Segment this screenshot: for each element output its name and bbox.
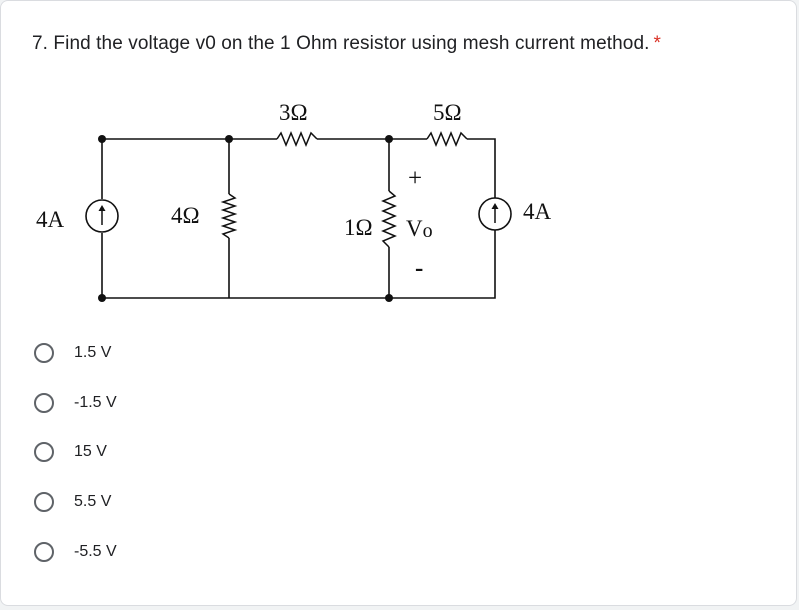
resistor-4ohm xyxy=(220,193,238,239)
resistor-3ohm-label: 3Ω xyxy=(279,100,308,125)
radio-circle-icon[interactable] xyxy=(34,542,54,562)
minus-sign: - xyxy=(415,255,423,282)
left-source-label: 4A xyxy=(36,207,65,232)
plus-sign: + xyxy=(408,165,422,192)
option-label: -5.5 V xyxy=(74,543,117,560)
vo-label: Vo xyxy=(406,216,433,242)
option-label: 5.5 V xyxy=(74,493,112,510)
resistor-1ohm xyxy=(381,190,397,248)
option-3[interactable]: 15 V xyxy=(32,438,232,466)
option-2[interactable]: -1.5 V xyxy=(32,389,232,417)
option-label: -1.5 V xyxy=(74,394,117,411)
right-source-label: 4A xyxy=(523,199,552,224)
option-5[interactable]: -5.5 V xyxy=(32,538,232,566)
radio-circle-icon[interactable] xyxy=(34,393,54,413)
resistor-3ohm xyxy=(276,131,318,147)
radio-circle-icon[interactable] xyxy=(34,492,54,512)
arrow-up-icon xyxy=(491,203,499,209)
resistor-1ohm-label: 1Ω xyxy=(344,215,373,240)
option-label: 1.5 V xyxy=(74,344,112,361)
radio-circle-icon[interactable] xyxy=(34,442,54,462)
option-1[interactable]: 1.5 V xyxy=(32,339,232,367)
option-label: 15 V xyxy=(74,443,107,460)
radio-circle-icon[interactable] xyxy=(34,343,54,363)
resistor-5ohm-label: 5Ω xyxy=(433,100,462,125)
required-asterisk: * xyxy=(653,33,662,54)
question-title: 7. Find the voltage v0 on the 1 Ohm resi… xyxy=(32,33,661,55)
current-source-right xyxy=(478,197,512,231)
circuit-nodes xyxy=(98,135,393,302)
circuit-wires xyxy=(101,138,496,299)
question-text: 7. Find the voltage v0 on the 1 Ohm resi… xyxy=(32,33,650,54)
option-4[interactable]: 5.5 V xyxy=(32,488,232,516)
arrow-up-icon xyxy=(98,205,106,211)
current-source-left xyxy=(85,199,119,233)
resistor-4ohm-label: 4Ω xyxy=(171,203,200,228)
resistor-5ohm xyxy=(426,131,468,147)
circuit-diagram: 4A 4A 4Ω 3Ω 5Ω 1Ω + Vo - xyxy=(36,100,552,302)
